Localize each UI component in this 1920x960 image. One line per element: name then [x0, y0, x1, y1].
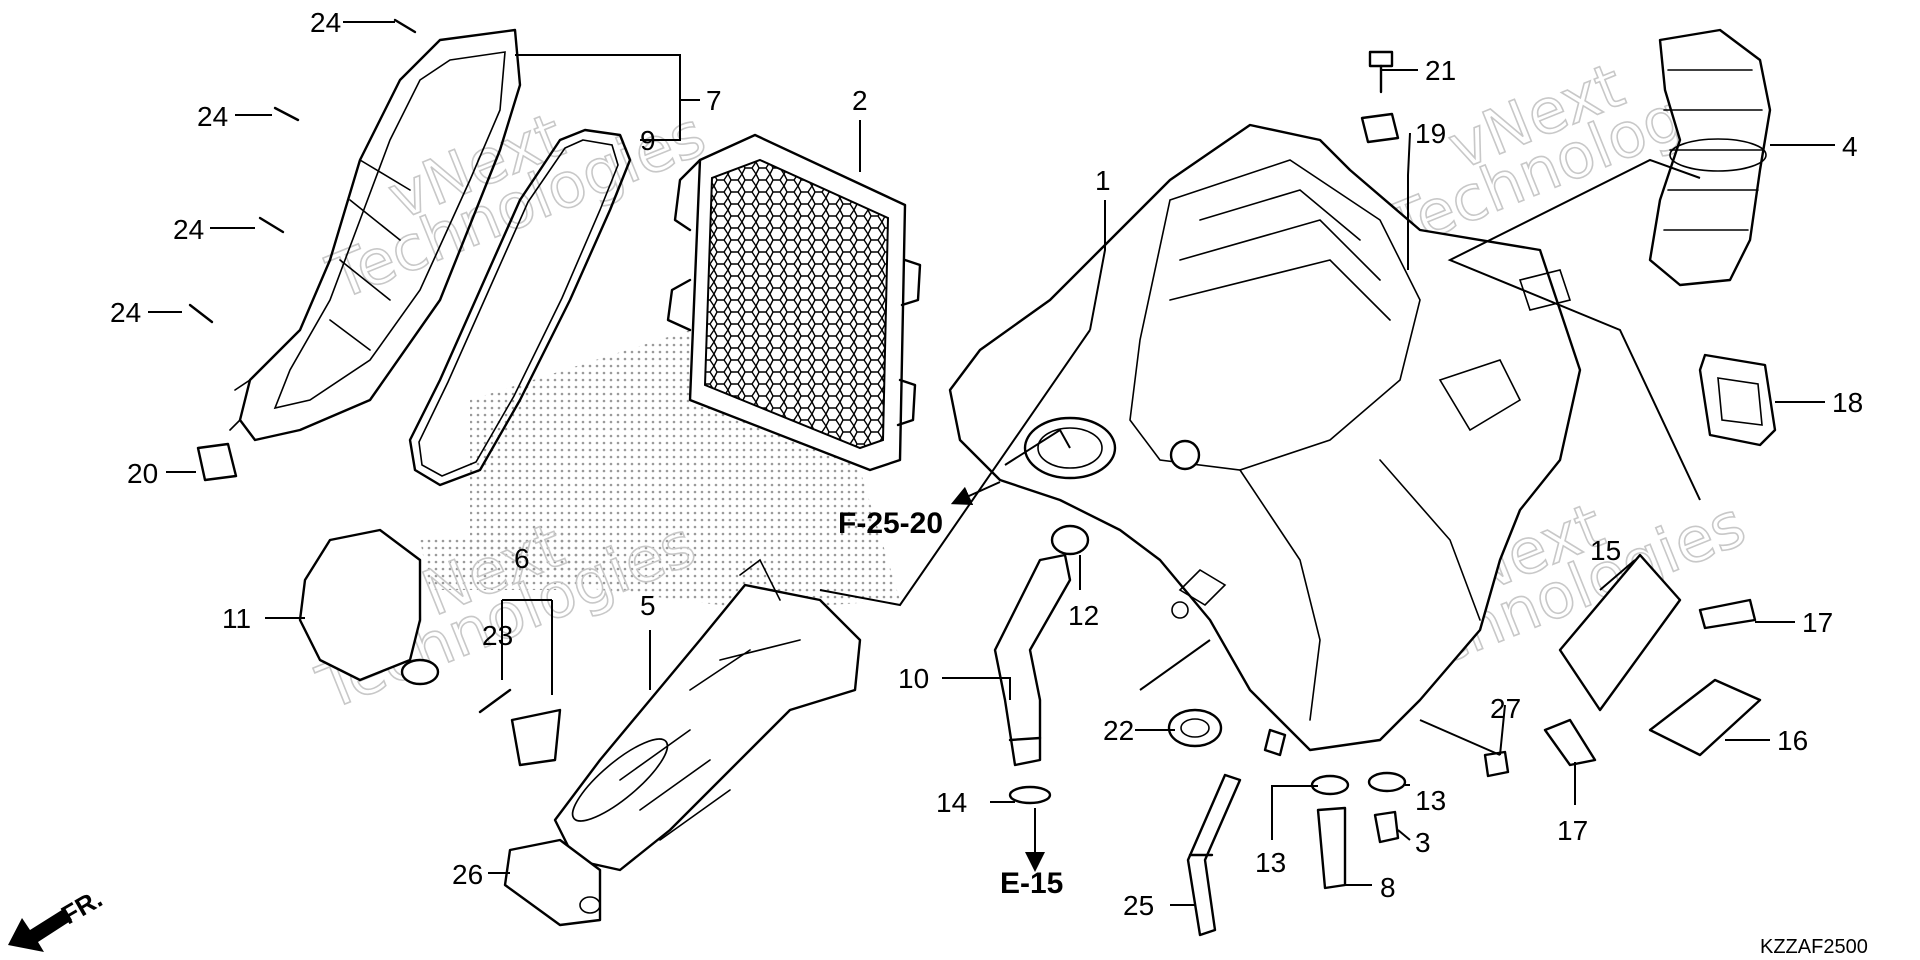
callout-11: 11 — [222, 603, 251, 634]
filter-plates — [1543, 553, 1762, 767]
upper-duct — [1648, 28, 1772, 287]
hose-clamp — [1167, 708, 1223, 748]
callout-18: 18 — [1832, 387, 1863, 418]
callout-14: 14 — [936, 787, 967, 818]
dotted-guide-area — [420, 330, 900, 610]
callout-25: 25 — [1123, 890, 1154, 921]
callout-20: 20 — [127, 458, 158, 489]
callout-24: 24 — [310, 7, 341, 38]
callout-26: 26 — [452, 859, 483, 890]
callout-labels: 24 24 24 24 20 7 9 2 1 21 19 4 18 15 17 … — [110, 7, 1863, 921]
band — [503, 838, 602, 927]
callout-3: 3 — [1415, 827, 1431, 858]
callout-10: 10 — [898, 663, 929, 694]
seal — [298, 528, 440, 686]
callout-21: 21 — [1425, 55, 1456, 86]
callout-13: 13 — [1415, 785, 1446, 816]
reference-labels: F-25-20 E-15 — [838, 507, 1063, 900]
callout-22: 22 — [1103, 715, 1134, 746]
callout-8: 8 — [1380, 872, 1396, 903]
callout-2: 2 — [852, 85, 868, 116]
front-direction-indicator: FR. — [8, 883, 107, 952]
callout-13: 13 — [1255, 847, 1286, 878]
callout-27: 27 — [1490, 693, 1521, 724]
callout-12: 12 — [1068, 600, 1099, 631]
leader-lines — [148, 21, 1835, 906]
callout-15: 15 — [1590, 535, 1621, 566]
callout-24: 24 — [197, 101, 228, 132]
air-filter-element — [666, 133, 922, 472]
small-fittings — [1310, 750, 1510, 890]
callout-1: 1 — [1095, 165, 1111, 196]
callout-19: 19 — [1415, 118, 1446, 149]
callout-6: 6 — [514, 543, 530, 574]
callout-24: 24 — [110, 297, 141, 328]
diagram-code: KZZAF2500 — [1760, 936, 1868, 958]
ref-f-25-20: F-25-20 — [838, 507, 943, 540]
bracket — [1698, 353, 1777, 447]
callout-17: 17 — [1802, 607, 1833, 638]
callout-16: 16 — [1777, 725, 1808, 756]
clip-and-bolt — [1360, 50, 1400, 144]
callout-4: 4 — [1842, 131, 1858, 162]
callout-5: 5 — [640, 590, 656, 621]
callout-23: 23 — [482, 620, 513, 651]
screw-and-clamp — [478, 688, 562, 767]
cover-screws — [188, 18, 417, 482]
breather-hose — [993, 524, 1090, 805]
callout-17: 17 — [1557, 815, 1588, 846]
gasket — [408, 128, 632, 487]
air-cleaner-cover — [229, 28, 522, 442]
drain-tube — [1186, 728, 1287, 937]
callout-7: 7 — [706, 85, 722, 116]
lower-duct — [553, 558, 862, 872]
callout-24: 24 — [173, 214, 204, 245]
ref-e-15: E-15 — [1000, 867, 1063, 900]
callout-9: 9 — [640, 125, 656, 156]
